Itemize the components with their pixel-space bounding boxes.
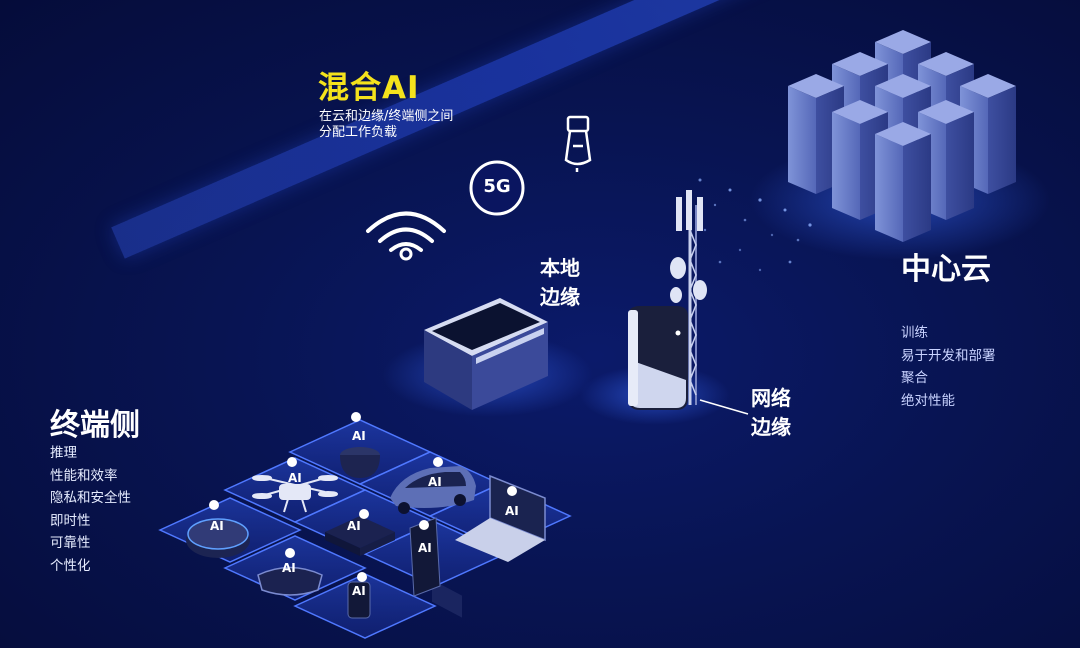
device-side-item: 隐私和安全性 xyxy=(50,490,131,506)
hybrid-ai-subtitle-line1: 在云和边缘/终端侧之间 xyxy=(319,109,454,124)
ai-tag-drone: AI xyxy=(288,471,302,485)
network-edge-label: 网络 边缘 xyxy=(751,384,791,442)
device-side-title: 终端侧 xyxy=(50,408,140,443)
device-side-item: 可靠性 xyxy=(50,535,91,551)
wifi-icon xyxy=(366,211,446,261)
5g-badge-icon xyxy=(469,160,525,216)
local-edge-label-line2: 边缘 xyxy=(540,285,580,309)
device-glow-dots xyxy=(209,412,517,582)
ai-tag-car: AI xyxy=(428,475,442,489)
xr-glasses-device xyxy=(257,566,323,596)
5g-badge-label: 5G xyxy=(483,176,511,197)
network-edge-device xyxy=(628,306,688,410)
central-cloud-item: 训练 xyxy=(901,325,928,341)
ai-tag-glasses: AI xyxy=(282,561,296,575)
drone-device xyxy=(252,475,338,513)
particle-stream xyxy=(698,178,812,272)
ai-tag-speaker: AI xyxy=(352,429,366,443)
car-device xyxy=(390,466,476,514)
ai-chip-board-device xyxy=(325,516,395,556)
smart-speaker-device xyxy=(340,447,380,478)
central-cloud-item: 易于开发和部署 xyxy=(901,347,996,364)
ai-tags: AI AI AI AI AI AI AI AI AI xyxy=(210,429,519,598)
network-edge-connector xyxy=(699,399,749,415)
device-side-item: 个性化 xyxy=(50,557,91,574)
central-cloud-list: 训练 易于开发和部署 聚合 绝对性能 xyxy=(901,322,996,412)
device-side-item: 性能和效率 xyxy=(50,467,118,484)
ai-tag-chip: AI xyxy=(347,519,361,533)
ai-tag-laptop: AI xyxy=(505,504,519,518)
device-side-item: 推理 xyxy=(50,445,77,461)
ethernet-plug-icon xyxy=(564,115,592,172)
laptop-device xyxy=(455,474,546,562)
robot-vacuum-device xyxy=(186,518,250,558)
network-edge-label-line1: 网络 xyxy=(751,386,791,410)
central-cloud-title: 中心云 xyxy=(901,252,991,287)
smartwatch-device xyxy=(347,581,371,619)
ai-tag-vacuum: AI xyxy=(210,519,224,533)
local-edge-label-line1: 本地 xyxy=(540,256,580,280)
device-side-item: 即时性 xyxy=(50,512,91,529)
local-edge-label: 本地 边缘 xyxy=(540,254,580,312)
network-edge-label-line2: 边缘 xyxy=(751,415,791,439)
central-cloud-servers xyxy=(750,30,1050,260)
device-side-list: 推理 性能和效率 隐私和安全性 即时性 可靠性 个性化 xyxy=(50,442,131,577)
hybrid-ai-title: 混合AI xyxy=(318,70,420,106)
ai-tag-watch: AI xyxy=(352,584,366,598)
ai-tag-phone: AI xyxy=(418,541,432,555)
hybrid-ai-subtitle-line2: 分配工作负载 xyxy=(319,125,398,140)
local-edge-box xyxy=(383,298,593,618)
central-cloud-item: 聚合 xyxy=(901,370,928,386)
central-cloud-item: 绝对性能 xyxy=(901,392,955,409)
